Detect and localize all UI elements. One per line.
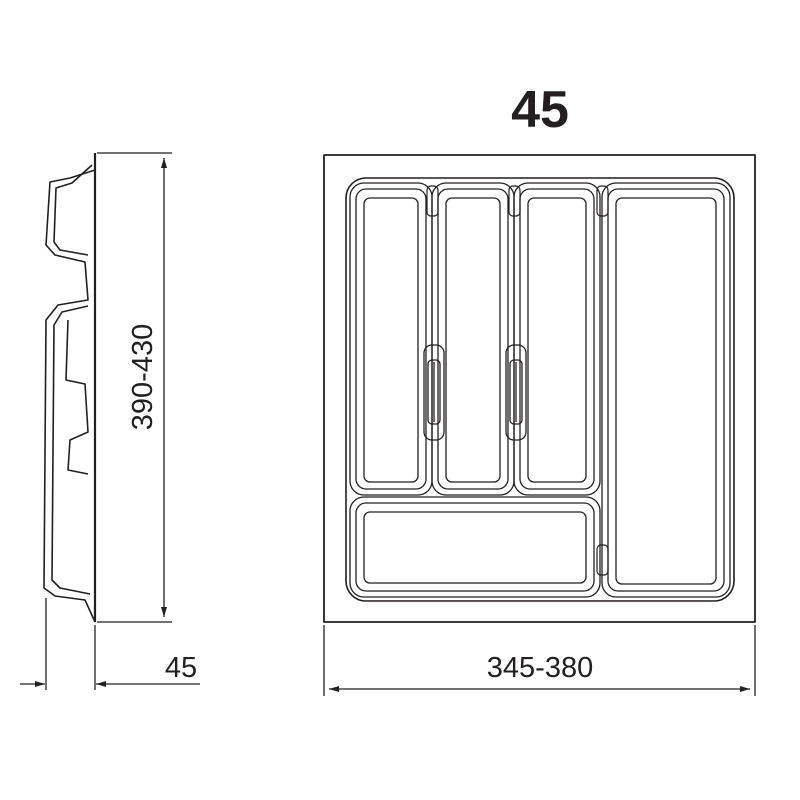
side-profile-notch [65,319,89,475]
divider-tabs [426,185,609,576]
depth-dimension-label: 45 [165,652,197,684]
width-dimension [323,625,756,696]
side-profile-outline [43,153,96,623]
side-profile-inner [51,164,93,595]
compartment-1 [349,182,433,496]
tray-outer-frame [323,154,756,623]
height-dimension [97,152,172,623]
divider-handle-1 [423,344,445,441]
drawing-title: 45 [511,81,569,139]
compartment-2 [431,182,515,496]
height-dimension-label: 390-430 [127,324,159,430]
width-dimension-label: 345-380 [487,652,593,684]
tray-top-view [323,154,756,623]
side-profile [43,153,97,623]
divider-handle-2 [505,344,527,441]
tray-inner-well [345,177,735,602]
depth-dimension [20,598,200,690]
compartment-5 [349,496,601,598]
compartment-4 [601,182,731,598]
compartment-3 [513,182,601,496]
